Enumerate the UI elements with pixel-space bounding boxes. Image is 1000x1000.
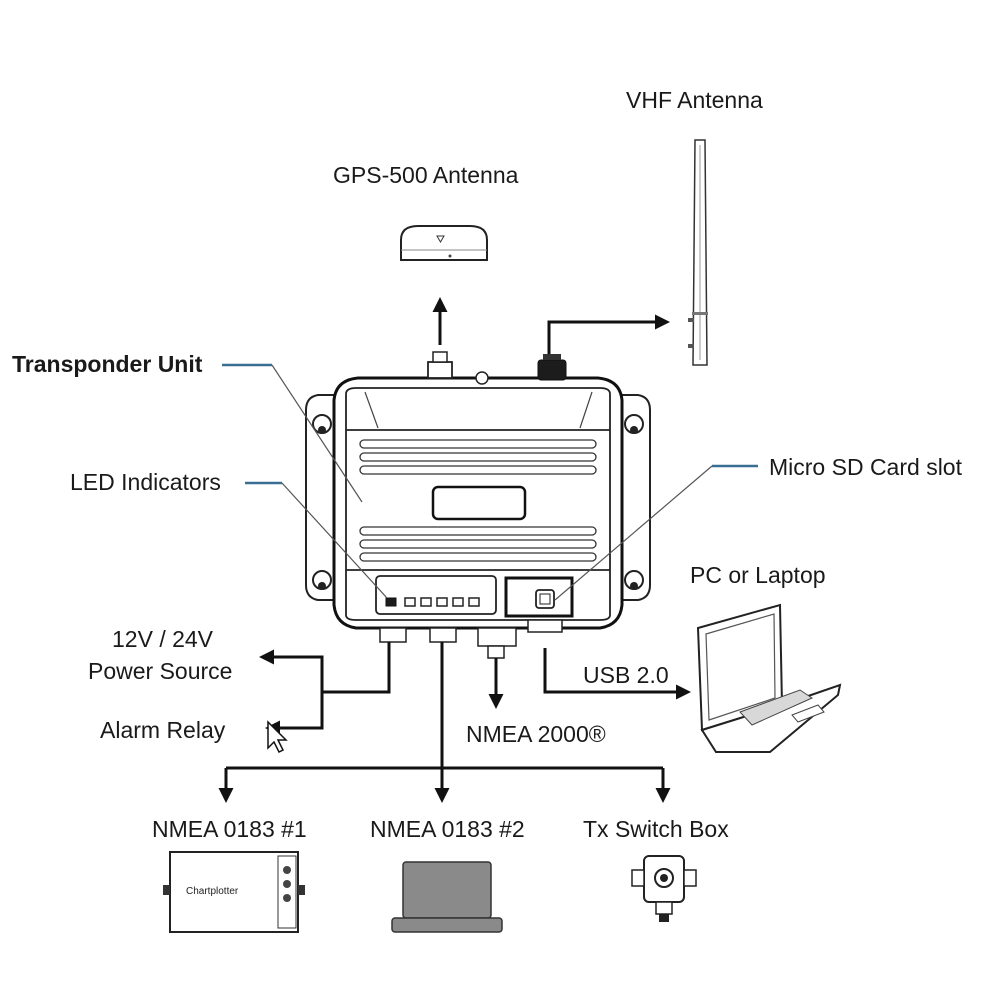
nmea0183-2-label: NMEA 0183 #2 <box>370 816 525 842</box>
led-indicators-leader <box>245 481 388 599</box>
power-source-label-line2: Power Source <box>88 658 232 684</box>
laptop-icon <box>696 603 842 753</box>
nmea0183-1-label: NMEA 0183 #1 <box>152 816 307 842</box>
power-source-arrow <box>259 649 324 692</box>
transponder-unit-leader <box>222 363 363 503</box>
power-source-label-line1: 12V / 24V <box>112 626 214 652</box>
nmea2000-label: NMEA 2000® <box>466 721 606 747</box>
transponder-unit-label: Transponder Unit <box>12 351 203 377</box>
chartplotter-text: Chartplotter <box>186 886 239 897</box>
vhf-connection-arrow <box>547 314 670 358</box>
gps-antenna-label: GPS-500 Antenna <box>333 162 519 188</box>
display-device-icon <box>391 861 503 933</box>
vhf-antenna-icon <box>688 139 708 366</box>
tx-switch-box-icon <box>631 855 697 922</box>
tx-switch-label: Tx Switch Box <box>583 816 729 842</box>
usb-label: USB 2.0 <box>583 662 669 688</box>
chartplotter-icon: Chartplotter <box>163 851 305 933</box>
alarm-relay-label: Alarm Relay <box>100 717 226 743</box>
mouse-cursor-icon <box>267 720 288 754</box>
vhf-antenna-label: VHF Antenna <box>626 87 763 113</box>
alarm-relay-arrow <box>265 692 324 736</box>
usb-arrow <box>543 648 691 700</box>
gps-antenna-icon <box>400 225 488 261</box>
power-alarm-cable <box>322 642 391 694</box>
transponder-unit-icon <box>305 351 651 659</box>
micro-sd-label: Micro SD Card slot <box>769 454 963 480</box>
micro-sd-leader <box>554 464 758 601</box>
led-indicators-label: LED Indicators <box>70 469 221 495</box>
pc-laptop-label: PC or Laptop <box>690 562 826 588</box>
